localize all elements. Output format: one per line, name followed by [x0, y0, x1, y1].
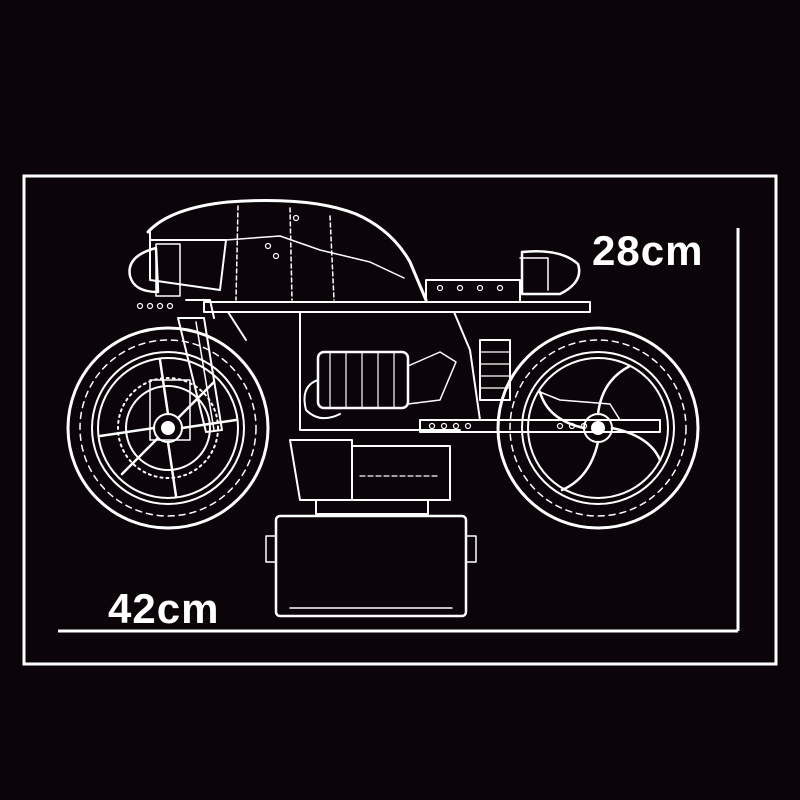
fuel-tank: [146, 199, 428, 302]
main-frame: [203, 279, 661, 433]
tail-seat: [519, 250, 581, 296]
headlight: [128, 243, 181, 297]
height-dimension-label: 28cm: [592, 227, 704, 274]
engine-block: [303, 350, 457, 420]
rear-wheel: [496, 326, 700, 530]
outer-frame: [22, 174, 778, 666]
rear-shock: [479, 339, 511, 401]
width-dimension-label: 42cm: [108, 585, 220, 632]
front-wheel: [66, 326, 270, 530]
technic-pin-holes: [136, 214, 600, 430]
display-stand: [265, 499, 477, 618]
motorcycle-line-drawing-icon: [66, 199, 700, 618]
lower-fairing: [289, 439, 451, 501]
